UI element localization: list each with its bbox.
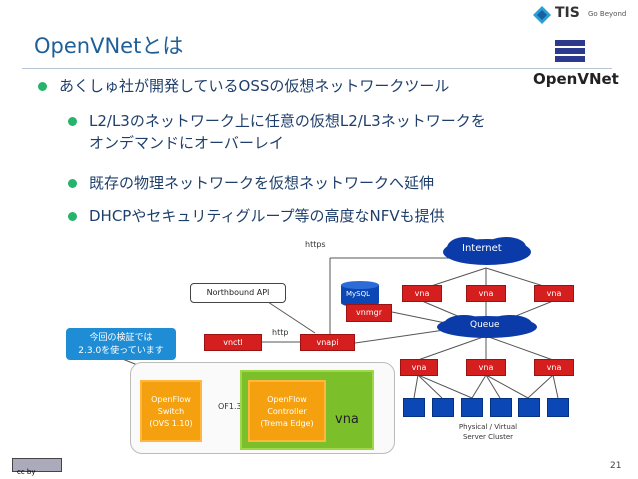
vna-box: vna bbox=[466, 285, 506, 302]
vna-big-label: vna bbox=[335, 412, 359, 427]
tis-brand-text: TIS bbox=[555, 5, 580, 21]
vna-box: vna bbox=[402, 285, 442, 302]
mysql-label: MySQL bbox=[346, 290, 371, 298]
tis-logo: TIS Go Beyond bbox=[533, 4, 626, 28]
bullet-2: L2/L3のネットワーク上に任意の仮想L2/L3ネットワークを bbox=[68, 110, 486, 131]
openflow-controller-box: OpenFlow Controller (Trema Edge) bbox=[248, 380, 326, 442]
bullet-1: あくしゅ社が開発しているOSSの仮想ネットワークツール bbox=[38, 75, 449, 96]
of-version-label: OF1.3 bbox=[218, 402, 242, 411]
bullet-2-text-1: L2/L3のネットワーク上に任意の仮想L2/L3ネットワークを bbox=[89, 112, 486, 130]
bullet-4-text: DHCPやセキュリティグループ等の高度なNFVも提供 bbox=[89, 207, 445, 225]
cluster-line-1: Physical / Virtual bbox=[458, 423, 518, 431]
cluster-line-2: Server Cluster bbox=[462, 433, 514, 441]
northbound-api-box: Northbound API bbox=[190, 283, 286, 303]
openflow-switch-box: OpenFlow Switch (OVS 1.10) bbox=[140, 380, 202, 442]
callout-line-2: 2.3.0を使っています bbox=[78, 346, 164, 356]
callout-line-1: 今回の検証では bbox=[89, 333, 153, 343]
page-number: 21 bbox=[610, 461, 622, 471]
switch-line-3: (OVS 1.10) bbox=[149, 419, 193, 428]
server-box bbox=[547, 398, 569, 417]
bullet-4: DHCPやセキュリティグループ等の高度なNFVも提供 bbox=[68, 205, 445, 226]
server-box bbox=[518, 398, 540, 417]
server-box bbox=[432, 398, 454, 417]
controller-line-2: Controller bbox=[267, 407, 307, 416]
bullet-dot bbox=[68, 117, 77, 126]
vna-box: vna bbox=[534, 285, 574, 302]
bullet-dot bbox=[38, 82, 47, 91]
switch-line-2: Switch bbox=[157, 407, 185, 416]
cluster-label: Physical / Virtual Server Cluster bbox=[448, 422, 528, 442]
queue-label: Queue bbox=[470, 320, 500, 330]
bullet-3: 既存の物理ネットワークを仮想ネットワークへ延伸 bbox=[68, 172, 434, 193]
title-divider bbox=[22, 68, 612, 69]
server-box bbox=[461, 398, 483, 417]
http-label: http bbox=[272, 328, 289, 337]
internet-cloud-icon bbox=[443, 237, 531, 265]
bullet-dot bbox=[68, 179, 77, 188]
bullet-3-text: 既存の物理ネットワークを仮想ネットワークへ延伸 bbox=[89, 174, 435, 192]
vnapi-box: vnapi bbox=[300, 334, 355, 351]
controller-line-3: (Trema Edge) bbox=[260, 419, 314, 428]
page-title: OpenVNetとは bbox=[34, 34, 184, 58]
vna-box: vna bbox=[466, 359, 506, 376]
tis-tagline: Go Beyond bbox=[588, 10, 627, 18]
https-label: https bbox=[305, 240, 326, 249]
vna-box: vna bbox=[400, 359, 438, 376]
server-box bbox=[403, 398, 425, 417]
tis-logo-icon bbox=[533, 6, 551, 24]
bullet-1-text: あくしゅ社が開発しているOSSの仮想ネットワークツール bbox=[59, 77, 450, 95]
openvnet-logo bbox=[555, 40, 585, 66]
switch-line-1: OpenFlow bbox=[151, 395, 191, 404]
license-badge: cc by bbox=[12, 458, 62, 476]
vna-box: vna bbox=[534, 359, 574, 376]
internet-label: Internet bbox=[462, 243, 502, 254]
bullet-2-cont: オンデマンドにオーバーレイ bbox=[89, 134, 284, 152]
bullet-dot bbox=[68, 212, 77, 221]
vnmgr-box: vnmgr bbox=[346, 304, 392, 322]
controller-line-1: OpenFlow bbox=[267, 395, 307, 404]
cc-icon: cc by bbox=[17, 468, 36, 476]
server-box bbox=[490, 398, 512, 417]
openvnet-logo-text: OpenVNet bbox=[533, 70, 619, 88]
queue-cloud-icon bbox=[437, 315, 537, 338]
vnctl-box: vnctl bbox=[204, 334, 262, 351]
callout-bubble: 今回の検証では 2.3.0を使っています bbox=[66, 328, 176, 360]
